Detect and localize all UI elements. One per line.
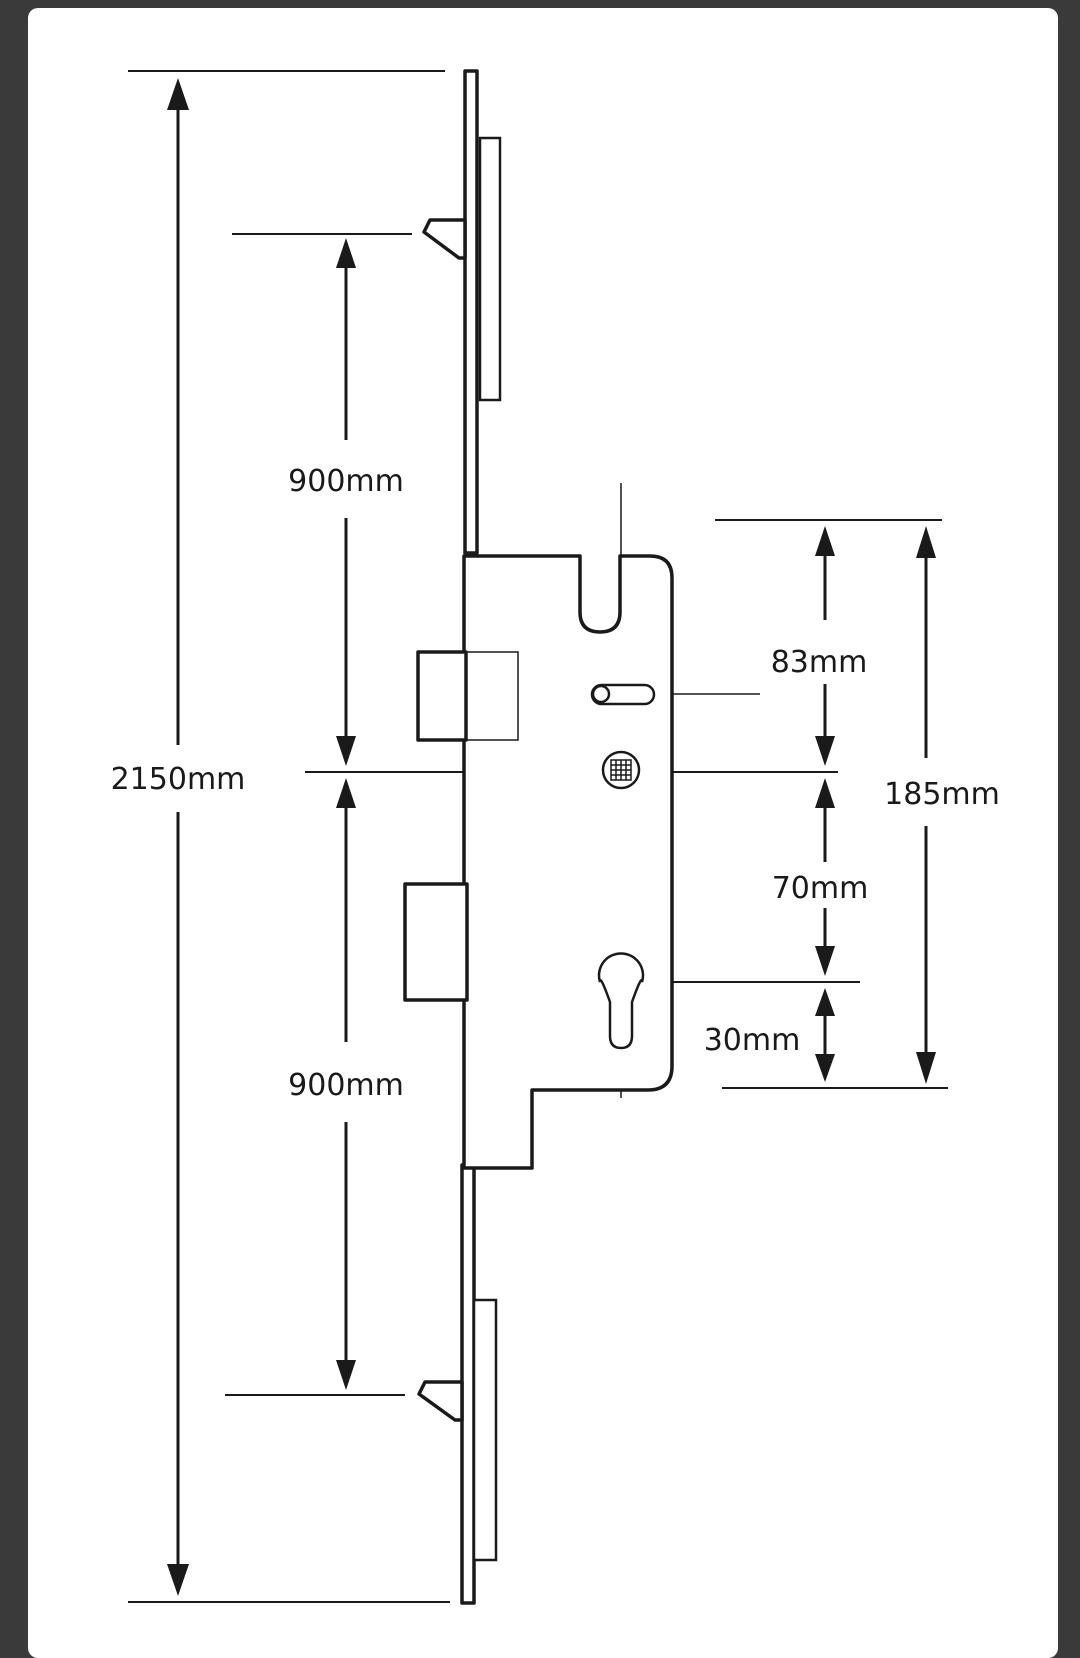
spindle-icon bbox=[601, 750, 641, 790]
hook-bolts bbox=[417, 218, 467, 1422]
dead-bolt bbox=[403, 882, 469, 1002]
label-185mm: 185mm bbox=[884, 777, 1000, 812]
dimension-lower-hook bbox=[336, 778, 356, 1390]
gearbox-case bbox=[403, 554, 674, 1170]
label-2150mm: 2150mm bbox=[111, 762, 246, 797]
label-900mm-upper: 900mm bbox=[288, 464, 404, 499]
dimension-70 bbox=[815, 778, 835, 976]
label-900mm-lower: 900mm bbox=[288, 1068, 404, 1103]
label-83mm: 83mm bbox=[771, 645, 868, 680]
upper-hook-icon bbox=[422, 218, 467, 260]
label-30mm: 30mm bbox=[704, 1023, 801, 1058]
euro-cylinder-icon bbox=[597, 952, 645, 1050]
lower-hook-icon bbox=[417, 1380, 464, 1422]
dimension-30 bbox=[815, 988, 835, 1082]
dimension-83 bbox=[815, 526, 835, 766]
dimension-upper-hook bbox=[336, 238, 356, 766]
dimension-185 bbox=[916, 526, 936, 1084]
dimension-overall bbox=[167, 78, 189, 1596]
faceplate bbox=[460, 69, 502, 1605]
latch-bolt bbox=[416, 650, 468, 742]
label-70mm: 70mm bbox=[772, 871, 869, 906]
